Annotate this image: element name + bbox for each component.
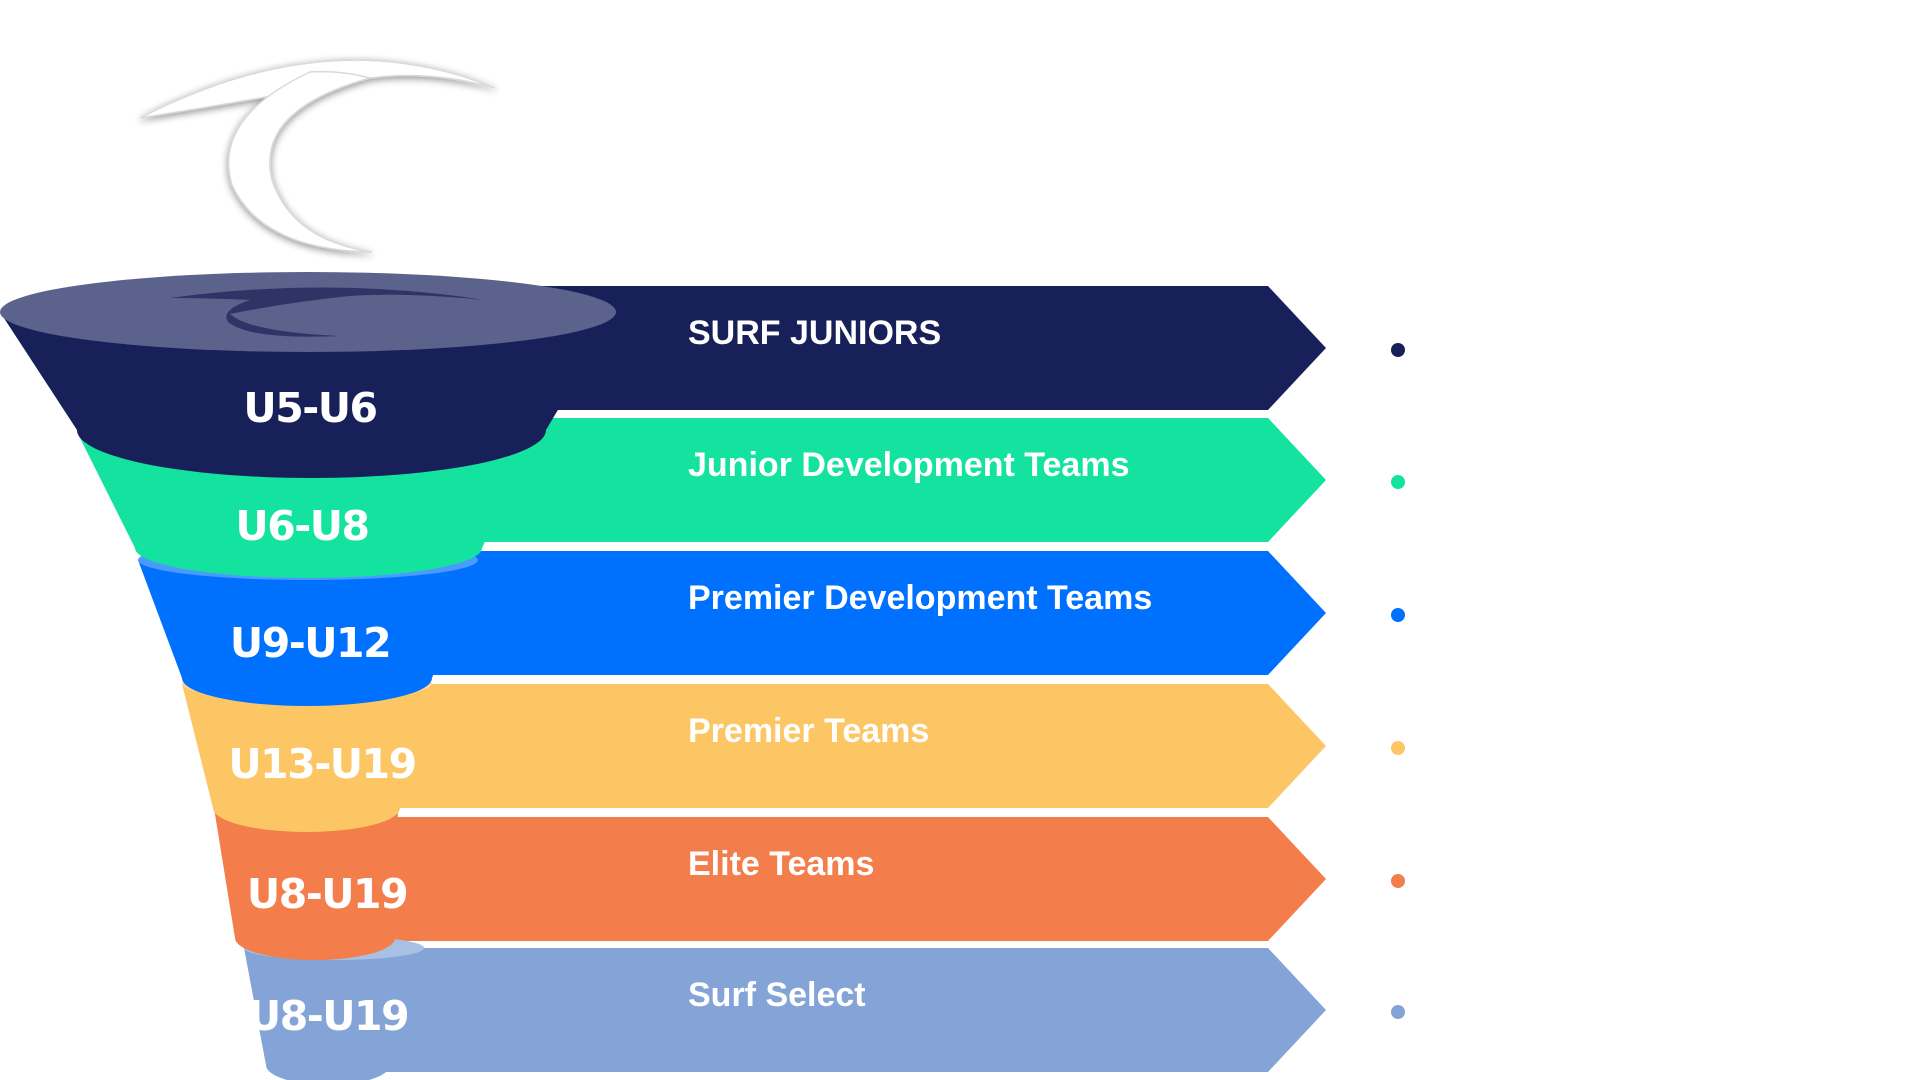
program-label-1: SURF JUNIORS [688,314,941,352]
rim-wave-icon [170,287,485,337]
range-label-2: U6-U8 [235,502,368,550]
range-label-6: U8-U19 [248,992,408,1040]
range-label-4: U13-U19 [228,740,415,788]
program-label-6: Surf Select [688,976,866,1014]
range-label-3: U9-U12 [230,619,390,667]
tier-arrow-6 [320,948,1326,1072]
bullet-dot-1 [1391,343,1405,357]
tier-arrow-5 [320,817,1326,941]
bullet-dot-4 [1391,741,1405,755]
program-label-2: Junior Development Teams [688,446,1130,484]
tier-arrow-3 [320,551,1326,675]
tier-arrow-2 [320,418,1326,542]
bullet-dot-2 [1391,475,1405,489]
range-label-5: U8-U19 [247,870,407,918]
wave-logo-icon [139,59,496,253]
program-label-4: Premier Teams [688,712,929,750]
tier-arrow-4 [320,684,1326,808]
bullet-dot-5 [1391,874,1405,888]
funnel-segment-1: U5-U6 [0,272,616,479]
bullet-dot-6 [1391,1005,1405,1019]
program-label-3: Premier Development Teams [688,579,1152,617]
bullet-dot-3 [1391,608,1405,622]
program-label-5: Elite Teams [688,845,874,883]
range-label-1: U5-U6 [243,384,376,432]
